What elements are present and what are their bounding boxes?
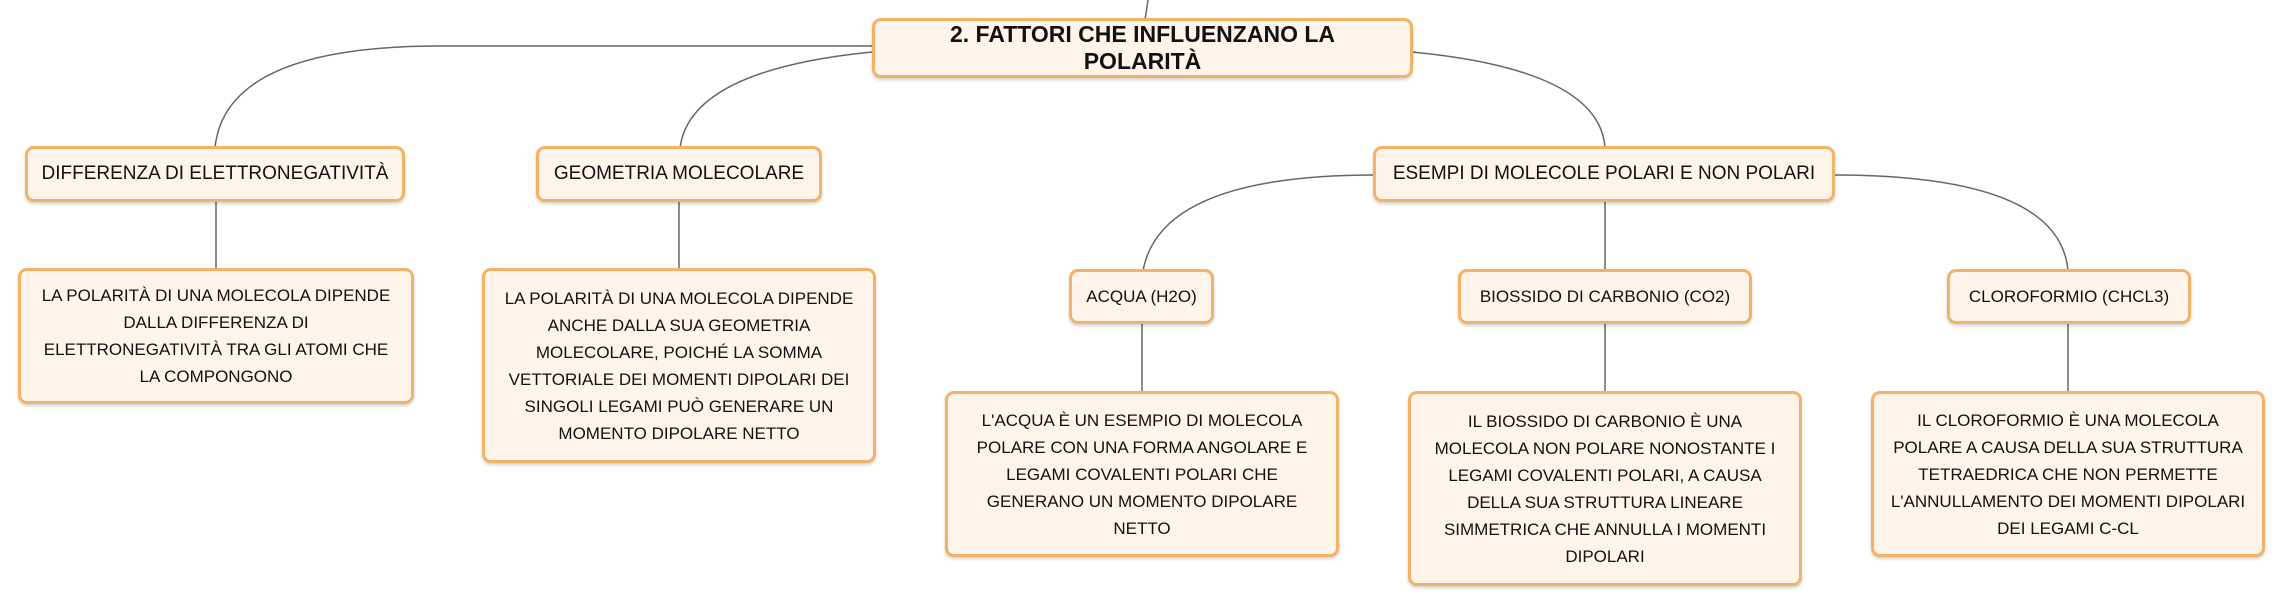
- topic-water[interactable]: ACQUA (H2O): [1069, 269, 1214, 324]
- topic-chloroform[interactable]: CLOROFORMIO (CHCL3): [1947, 269, 2191, 324]
- text-geometry-content: LA POLARITÀ DI UNA MOLECOLA DIPENDE ANCH…: [504, 288, 854, 443]
- text-electronegativity-content: LA POLARITÀ DI UNA MOLECOLA DIPENDE DALL…: [41, 286, 391, 386]
- topic-electronegativity[interactable]: DIFFERENZA DI ELETTRONEGATIVITÀ: [25, 146, 405, 202]
- connector-examples-chloroform: [1832, 174, 2069, 272]
- connector-root-geometry: [679, 51, 873, 149]
- connector-root-examples: [1411, 51, 1606, 149]
- topic-examples-label: ESEMPI DI MOLECOLE POLARI E NON POLARI: [1392, 163, 1816, 184]
- topic-water-label: ACQUA (H2O): [1086, 286, 1197, 306]
- topic-co2-label: BIOSSIDO DI CARBONIO (CO2): [1479, 286, 1731, 306]
- topic-geometry[interactable]: GEOMETRIA MOLECOLARE: [536, 146, 822, 202]
- topic-chloroform-label: CLOROFORMIO (CHCL3): [1968, 286, 2170, 306]
- topic-geometry-label: GEOMETRIA MOLECOLARE: [553, 163, 805, 184]
- text-chloroform[interactable]: IL CLOROFORMIO È UNA MOLECOLA POLARE A C…: [1871, 391, 2265, 557]
- text-electronegativity[interactable]: LA POLARITÀ DI UNA MOLECOLA DIPENDE DALL…: [18, 268, 414, 404]
- connector-root-electronegativity: [214, 45, 872, 149]
- text-co2-content: IL BIOSSIDO DI CARBONIO È UNA MOLECOLA N…: [1434, 411, 1776, 566]
- text-water[interactable]: L'ACQUA È UN ESEMPIO DI MOLECOLA POLARE …: [945, 391, 1339, 557]
- text-water-content: L'ACQUA È UN ESEMPIO DI MOLECOLA POLARE …: [976, 410, 1308, 538]
- text-chloroform-content: IL CLOROFORMIO È UNA MOLECOLA POLARE A C…: [1890, 410, 2246, 538]
- topic-examples[interactable]: ESEMPI DI MOLECOLE POLARI E NON POLARI: [1373, 146, 1835, 202]
- topic-co2[interactable]: BIOSSIDO DI CARBONIO (CO2): [1458, 269, 1752, 324]
- connector-examples-water: [1142, 174, 1376, 272]
- root-topic[interactable]: 2. FATTORI CHE INFLUENZANO LA POLARITÀ: [872, 18, 1413, 78]
- connector-root-parent: [1144, 0, 1149, 21]
- text-co2[interactable]: IL BIOSSIDO DI CARBONIO È UNA MOLECOLA N…: [1408, 391, 1802, 586]
- topic-electronegativity-label: DIFFERENZA DI ELETTRONEGATIVITÀ: [41, 163, 389, 184]
- text-geometry[interactable]: LA POLARITÀ DI UNA MOLECOLA DIPENDE ANCH…: [482, 268, 876, 463]
- root-topic-label: 2. FATTORI CHE INFLUENZANO LA POLARITÀ: [949, 21, 1336, 74]
